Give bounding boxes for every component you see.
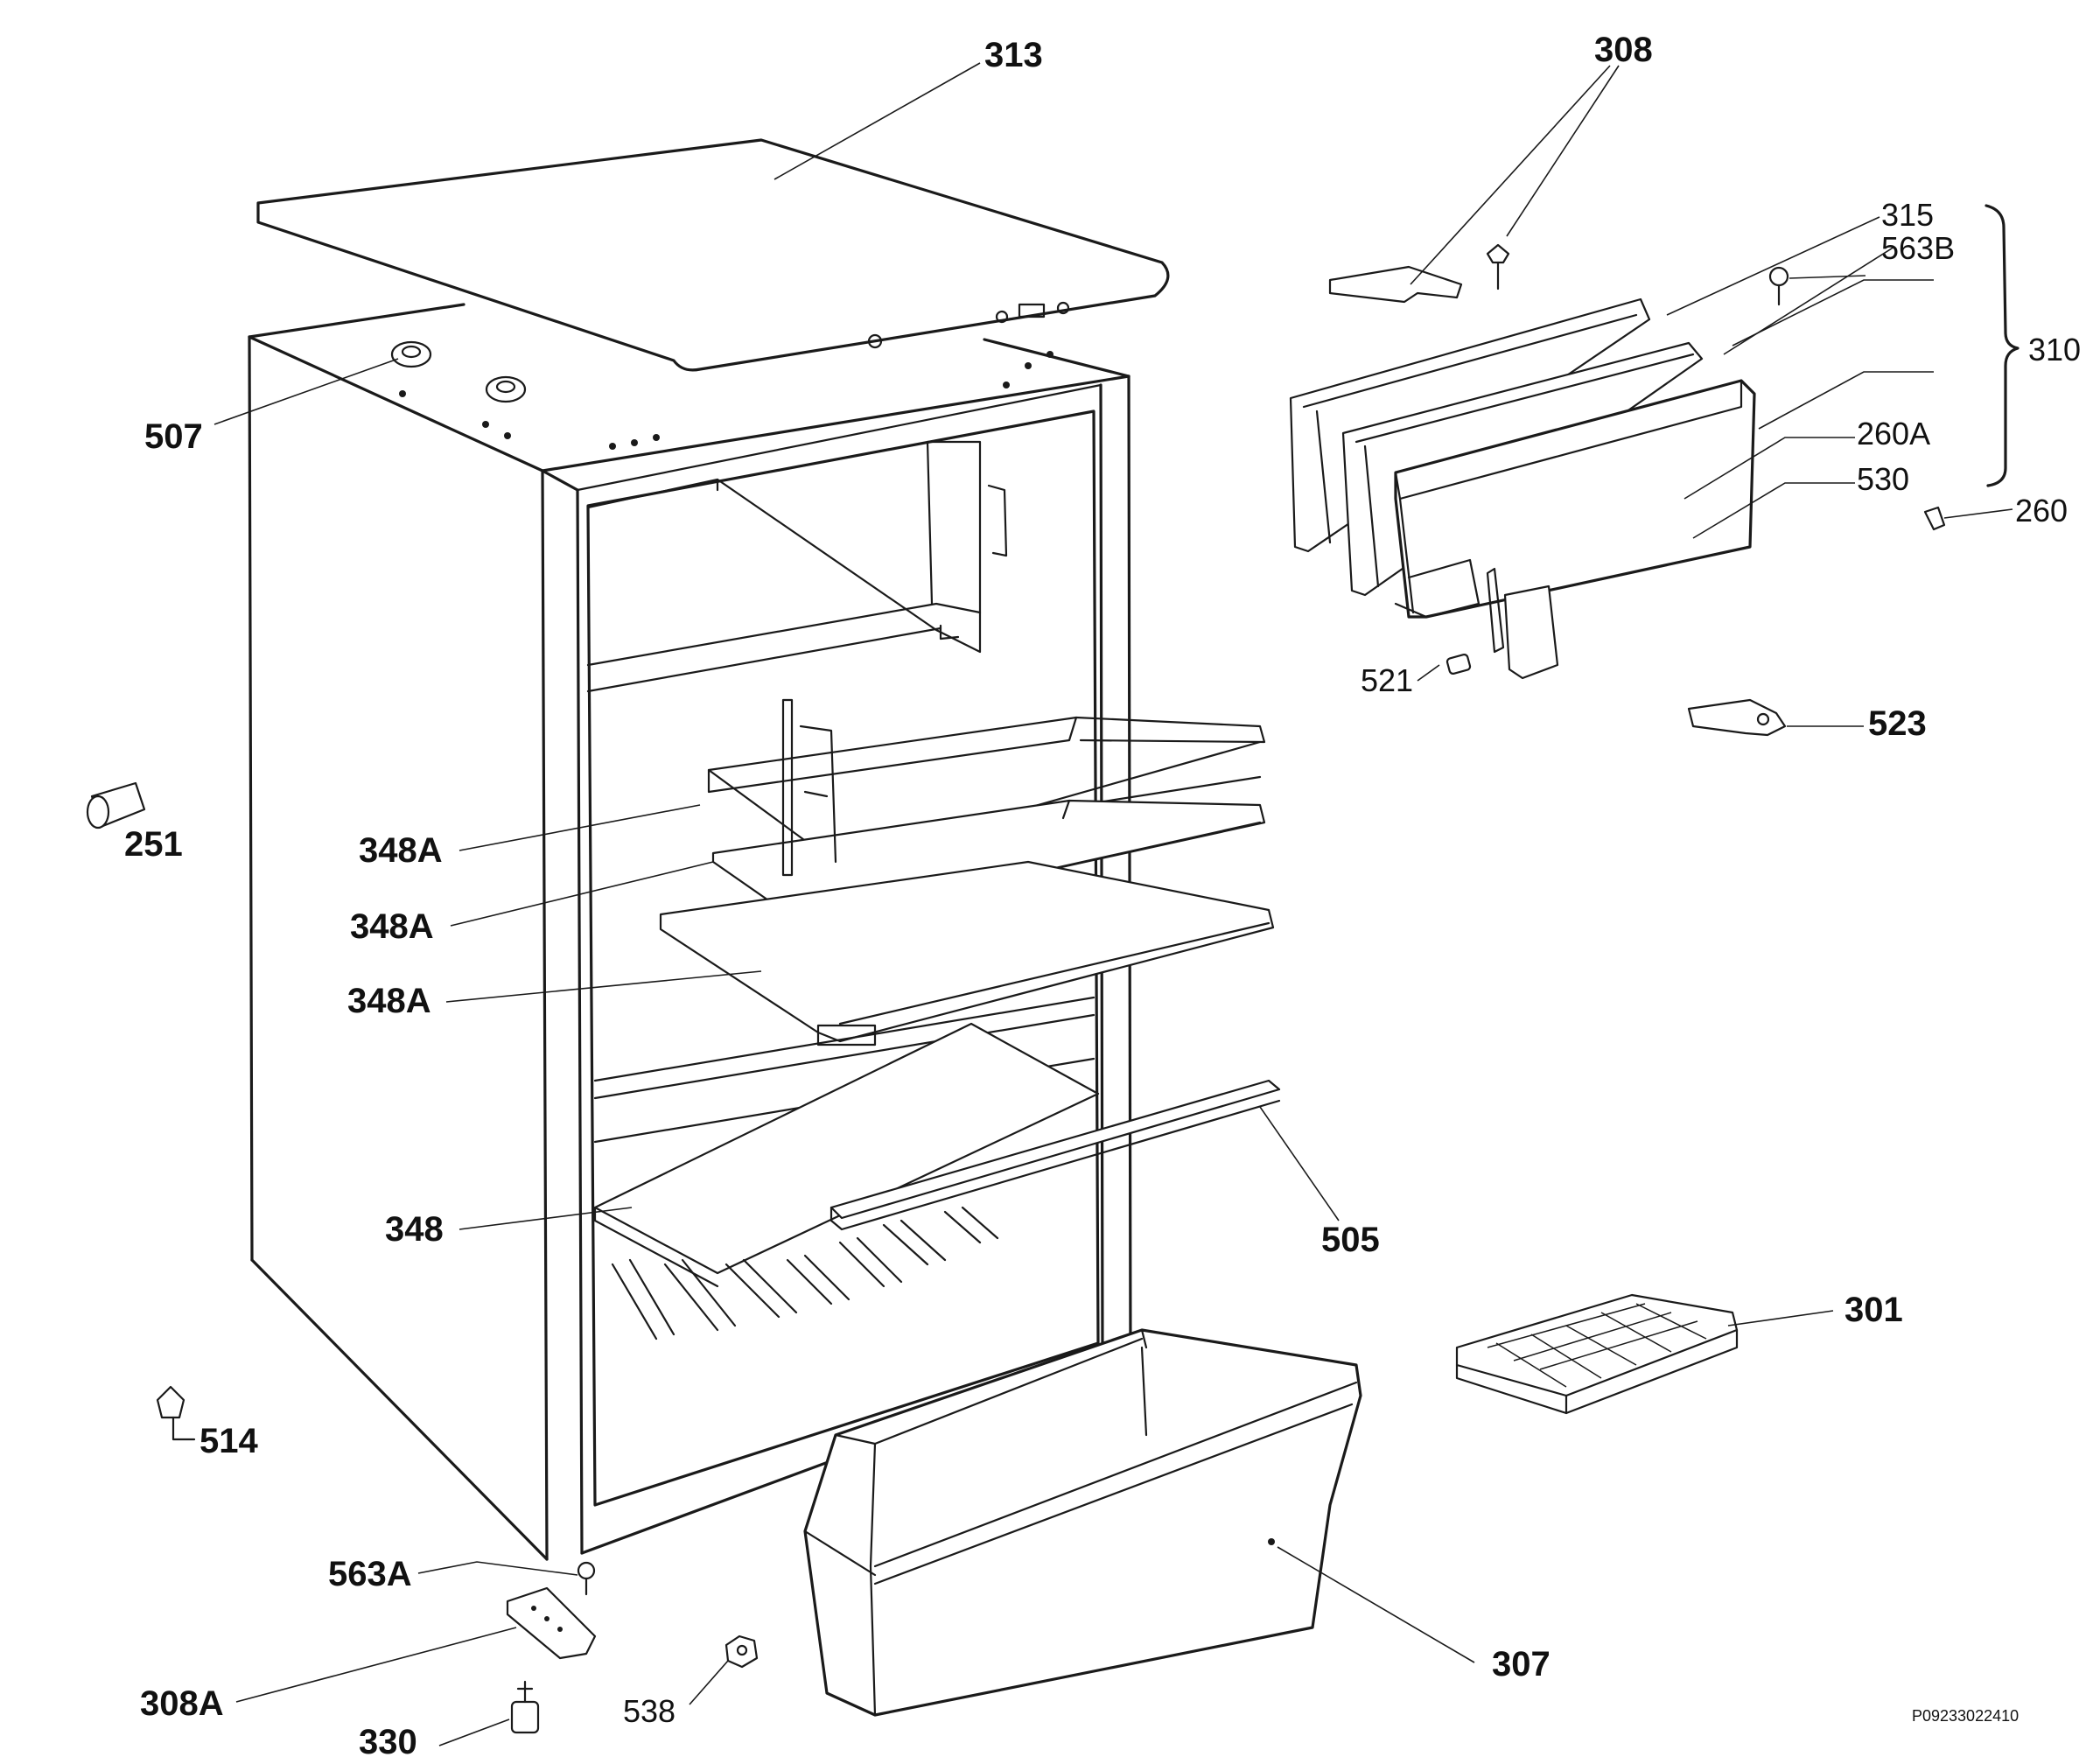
label-301: 301	[1844, 1291, 1903, 1329]
label-260a: 260A	[1857, 416, 1930, 452]
ice-tray-301	[1455, 1293, 1739, 1415]
nut-538	[724, 1634, 759, 1669]
foot-330	[510, 1680, 540, 1734]
drawing-code: P09233022410	[1912, 1707, 2019, 1725]
label-251: 251	[124, 825, 183, 864]
foot-514	[156, 1385, 196, 1441]
label-315: 315	[1881, 197, 1934, 233]
screw-563b	[1768, 266, 1789, 306]
bushing-251	[86, 781, 146, 830]
hinge-308	[1328, 243, 1510, 304]
label-523: 523	[1868, 704, 1927, 743]
cabinet-body	[248, 303, 1132, 1561]
door-bin-307	[803, 1328, 1362, 1717]
label-330: 330	[359, 1723, 417, 1757]
label-308: 308	[1594, 31, 1653, 69]
label-505: 505	[1321, 1221, 1380, 1259]
shelf-348a-3	[659, 860, 1275, 1046]
label-563a: 563A	[328, 1555, 412, 1593]
evaporator-coils	[611, 1206, 999, 1340]
rail-505	[830, 1079, 1281, 1231]
label-521: 521	[1361, 662, 1413, 698]
plug-521	[1446, 653, 1472, 676]
label-538: 538	[623, 1693, 676, 1729]
label-310: 310	[2028, 332, 2081, 368]
foot-507	[390, 340, 527, 403]
clip-260	[1923, 506, 1946, 531]
label-260: 260	[2015, 493, 2068, 528]
hinge-308a	[506, 1586, 597, 1660]
label-308a: 308A	[140, 1684, 224, 1723]
door-handle-530	[1486, 567, 1559, 680]
leader-lines	[214, 62, 2013, 1746]
part-labels: 313 308 315 563B 310 260A 530 260 521 52…	[124, 31, 2081, 1757]
label-348a-1: 348A	[359, 831, 443, 870]
label-307: 307	[1492, 1645, 1550, 1684]
label-313: 313	[984, 36, 1043, 74]
part-523	[1687, 698, 1787, 737]
label-563b: 563B	[1881, 230, 1955, 266]
top-plate-313	[256, 138, 1170, 372]
label-530: 530	[1857, 461, 1909, 497]
freezer-compartment	[586, 440, 1008, 693]
label-514: 514	[200, 1422, 258, 1460]
door-panel-523	[1394, 379, 1756, 619]
screw-563a	[577, 1561, 596, 1596]
bracket-310	[1984, 204, 2020, 487]
label-348a-3: 348A	[347, 982, 431, 1020]
label-507: 507	[144, 417, 203, 456]
label-348: 348	[385, 1210, 444, 1249]
label-348a-2: 348A	[350, 907, 434, 946]
